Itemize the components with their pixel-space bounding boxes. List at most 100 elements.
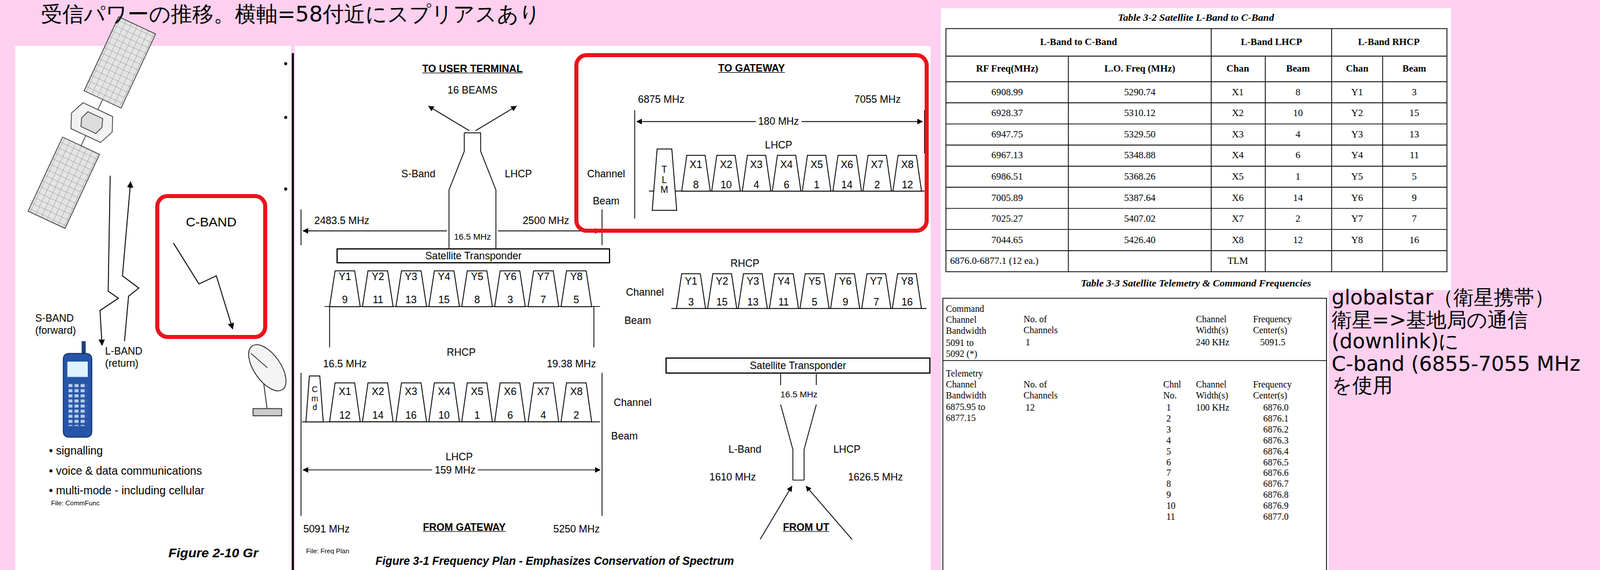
table-cell: 6876.1	[1263, 413, 1289, 424]
table-cell: 6928.37	[991, 107, 1024, 119]
table-cell: No. of Channels	[1023, 313, 1065, 336]
diagram-label: LHCP	[505, 167, 533, 180]
table-cell: Chnl No.	[1163, 378, 1186, 401]
table-cell: Frequency Center(s)	[1253, 313, 1303, 336]
beam-number: 14	[840, 178, 853, 192]
table-cell: Y1	[1351, 86, 1364, 98]
beam-number: 15	[716, 296, 728, 309]
table-cell: 2	[1295, 212, 1301, 224]
dish-icon	[241, 338, 294, 398]
channel-filter: X316	[395, 382, 427, 422]
filter-outline	[461, 382, 493, 422]
channel-name: Y8	[892, 273, 922, 290]
diagram-label: 180 MHz	[756, 115, 802, 127]
diagram-label: • voice & data communications	[49, 464, 203, 477]
table-cell: 1	[1025, 337, 1031, 348]
table-cell: 7	[1166, 467, 1172, 478]
channel-filter: X46	[772, 155, 802, 192]
table-cell: 6	[1295, 150, 1301, 162]
table-cell: 6	[1166, 457, 1172, 468]
channel-filter: X66	[494, 382, 526, 422]
filter-outline	[861, 273, 891, 309]
channel-name: Y3	[395, 270, 427, 284]
table-cell: Command Channel Bandwidth	[946, 303, 993, 336]
beam-number: 12	[901, 178, 914, 192]
table-cell: 6876.6	[1263, 467, 1289, 478]
channel-name: X7	[862, 155, 892, 175]
table-cell: 5310.12	[1123, 107, 1156, 119]
channel-name: Y7	[861, 273, 891, 290]
frequency-plan	[300, 372, 302, 517]
channel-name: X7	[528, 382, 559, 402]
channel-filter: X812	[892, 155, 922, 192]
channel-name: X5	[802, 155, 832, 175]
table-cell: 5348.88	[1123, 150, 1156, 162]
channel-filter: Y211	[362, 270, 394, 307]
diagram-label: 2500 MHz	[522, 214, 570, 227]
table-cell: 4	[1295, 128, 1301, 140]
frequency-plan	[301, 106, 927, 540]
panel	[940, 289, 1329, 570]
channel-filter: Y58	[461, 270, 493, 307]
table-grid	[946, 144, 1448, 145]
note-text: C-band (6855-7055 MHz	[1331, 351, 1581, 376]
diagram-label: 16.5 MHz	[778, 389, 820, 399]
channel-filter: Y63	[494, 270, 526, 307]
diagram-label: 16.5 MHz	[323, 357, 368, 370]
filter-outline	[772, 155, 802, 192]
filter-outline	[862, 155, 892, 192]
table-cell: 10	[1166, 500, 1176, 511]
frequency-plan	[780, 373, 781, 385]
table-cell: 7044.65	[991, 234, 1024, 246]
band-heading: C-BAND	[155, 193, 268, 230]
table-cell: 3	[1166, 424, 1172, 435]
table-cell: 4	[1166, 435, 1172, 446]
table-cell: 9	[1411, 192, 1417, 204]
diagram-label: TO USER TERMINAL	[421, 62, 523, 74]
table-cell: Channel Width(s)	[1195, 378, 1237, 401]
channel-name: X6	[832, 155, 862, 175]
table-cell: X5	[1231, 170, 1244, 182]
diagram-label: LHCP	[833, 443, 861, 455]
satellite-icon	[25, 15, 157, 230]
channel-name: TLM	[659, 164, 669, 195]
diagram-label: RHCP	[730, 257, 760, 269]
beam-number: 3	[507, 293, 514, 306]
channel-name: X4	[428, 382, 460, 402]
channel-name: Y1	[329, 270, 361, 284]
frequency-plan	[475, 106, 517, 131]
diagram-label: • multi-mode - including cellular	[49, 483, 205, 497]
channel-filter: Y415	[428, 270, 460, 307]
table-cell: Telemetry Channel Bandwidth	[946, 367, 993, 401]
beam-number: 8	[474, 293, 481, 306]
diagram-label: •	[283, 182, 289, 196]
table-cell: 7025.27	[991, 212, 1024, 224]
diagram-label: Channel	[613, 396, 652, 409]
table-cell: 6876.4	[1263, 446, 1289, 457]
table-cell: No. of Channels	[1023, 378, 1065, 401]
channel-filter: X74	[528, 382, 559, 422]
filter-outline	[652, 148, 677, 211]
table-cell: 16	[1409, 234, 1420, 246]
channel-name: Y2	[707, 273, 737, 290]
beam-number: 11	[372, 293, 384, 306]
diagram-label: Figure 2-10 Gr	[168, 544, 259, 560]
filter-outline	[494, 270, 526, 307]
table-cell: 6947.75	[991, 128, 1024, 140]
channel-filter: X72	[862, 155, 892, 192]
channel-filter: X82	[561, 382, 592, 422]
channel-name: Cmd	[310, 384, 319, 413]
channel-filter: Y77	[861, 273, 891, 309]
filter-outline	[738, 273, 768, 309]
table-cell: 6876.8	[1263, 489, 1289, 500]
table-cell: 6876.9	[1263, 500, 1289, 511]
table-cell: L-Band to C-Band	[1040, 36, 1117, 48]
beam-number: 9	[342, 293, 349, 306]
beam-number: 16	[901, 296, 914, 309]
diagram-label: Figure 3-1 Frequency Plan - Emphasizes C…	[375, 554, 735, 567]
beam-number: 5	[811, 296, 818, 309]
beam-number: 9	[842, 296, 849, 309]
table-grid	[1067, 55, 1069, 272]
diagram-label: 1626.5 MHz	[847, 470, 903, 483]
